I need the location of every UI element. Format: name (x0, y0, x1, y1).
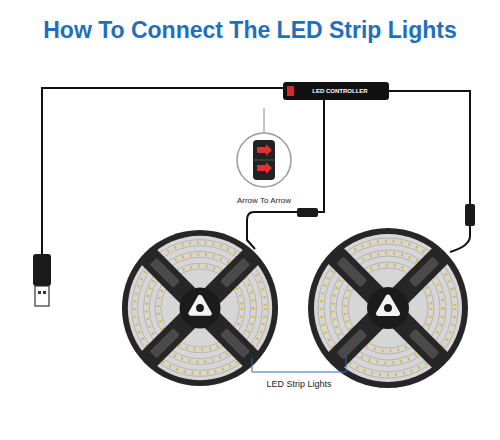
strip-cable (318, 100, 324, 212)
part-label: LED Strip Lights (266, 379, 331, 389)
red-arrow (257, 144, 272, 156)
led-reel (308, 228, 468, 388)
cable-connector (465, 204, 475, 226)
cable-connector (297, 208, 318, 217)
strip-cable (450, 226, 470, 252)
controller-label: LED CONTROLLER (312, 88, 367, 95)
title-heading: How To Connect The LED Strip Lights (43, 17, 457, 43)
led-reel (122, 230, 278, 386)
connector-closeup (253, 140, 275, 180)
callout-leader (264, 108, 265, 133)
callout-label: Arrow To Arrow (237, 196, 291, 205)
label-bracket (252, 356, 346, 372)
controller-box (283, 82, 389, 100)
controller-button (287, 86, 294, 96)
strip-cable (389, 91, 470, 205)
callout-circle (237, 133, 291, 187)
strip-cable (247, 212, 297, 249)
red-arrow (257, 162, 272, 174)
usb-plug-body (33, 254, 51, 286)
usb-plug-metal (35, 286, 49, 306)
